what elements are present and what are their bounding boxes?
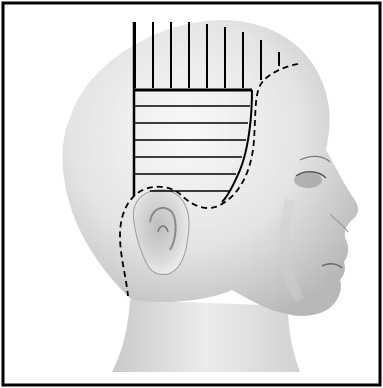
neck [112, 300, 300, 372]
